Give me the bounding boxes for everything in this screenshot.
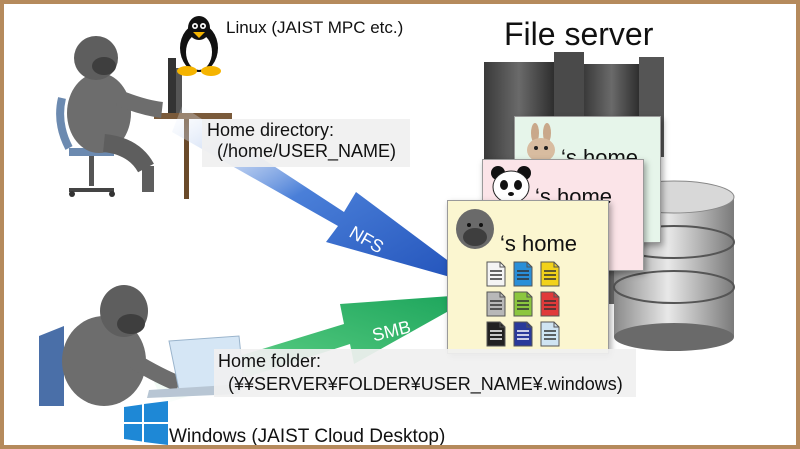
linux-gorilla-workstation-illustration bbox=[56, 36, 232, 199]
file-server-title: File server bbox=[504, 16, 654, 52]
document-icon bbox=[540, 321, 560, 347]
document-icon bbox=[540, 261, 560, 287]
document-icon bbox=[513, 321, 533, 347]
windows-label: Windows (JAIST Cloud Desktop) bbox=[169, 426, 446, 447]
gorilla-home-card: ‘s home bbox=[447, 200, 609, 354]
smb-caption-line1: Home folder: bbox=[218, 351, 322, 371]
document-icon bbox=[486, 321, 506, 347]
rabbit-avatar-icon bbox=[527, 123, 555, 162]
tux-penguin-icon bbox=[177, 16, 221, 76]
smb-caption-line2: (¥¥SERVER¥FOLDER¥USER_NAME¥.windows) bbox=[228, 374, 623, 394]
gorilla-home-label: ‘s home bbox=[500, 231, 578, 256]
nfs-caption-line2: (/home/USER_NAME) bbox=[217, 141, 397, 161]
document-icon bbox=[513, 291, 533, 317]
panda-avatar-icon bbox=[491, 166, 531, 204]
nfs-caption-line1: Home directory: bbox=[207, 120, 335, 140]
windows-logo-icon bbox=[124, 401, 168, 445]
nfs-caption-box bbox=[202, 119, 410, 167]
smb-caption-box bbox=[214, 349, 636, 397]
document-icon bbox=[540, 291, 560, 317]
gorilla-avatar-icon bbox=[456, 209, 494, 249]
document-icon bbox=[513, 261, 533, 287]
document-icon bbox=[486, 261, 506, 287]
linux-label: Linux (JAIST MPC etc.) bbox=[226, 18, 404, 37]
document-icon bbox=[486, 291, 506, 317]
